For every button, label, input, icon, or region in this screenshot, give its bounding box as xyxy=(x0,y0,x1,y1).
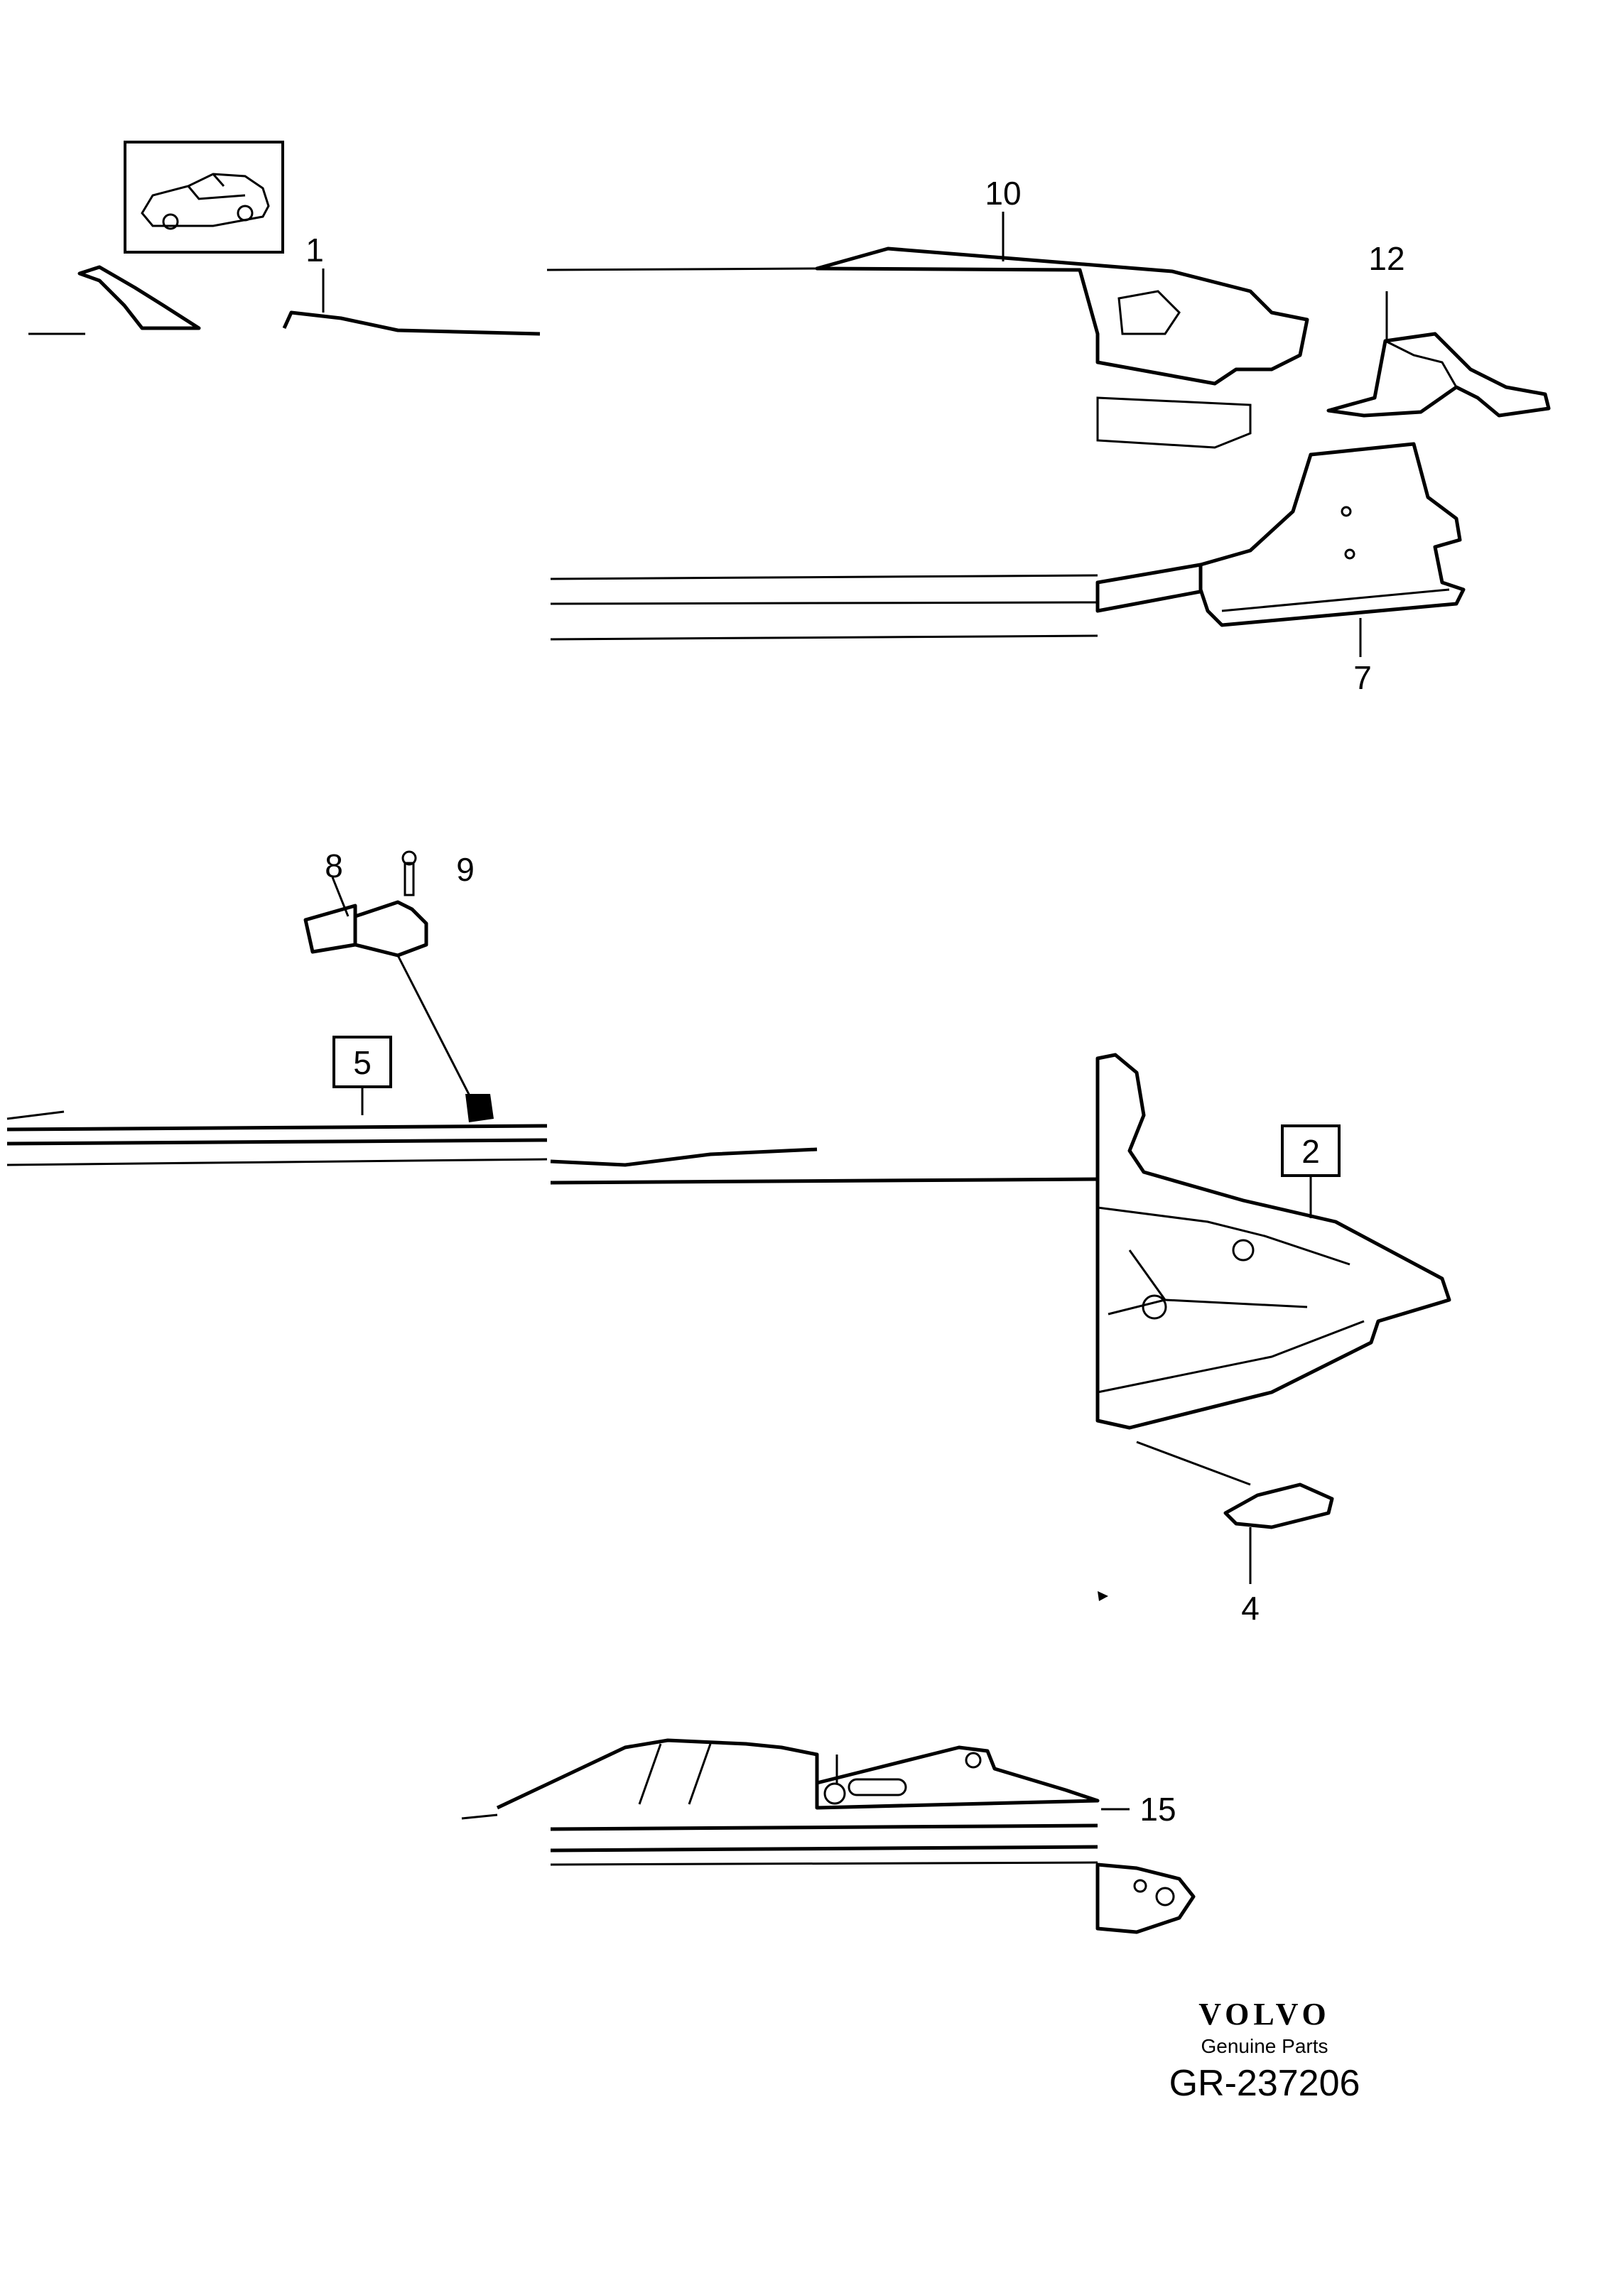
part-2-floor-pan xyxy=(1095,1053,1451,1430)
callout-15: 15 xyxy=(1139,1791,1176,1828)
part-8-9-bracket xyxy=(303,850,494,1122)
callout-8: 8 xyxy=(325,847,343,884)
part-10-rail xyxy=(546,212,1309,449)
callout-4: 4 xyxy=(1241,1590,1260,1627)
part-7-sill xyxy=(550,442,1466,657)
callout-2: 2 xyxy=(1301,1133,1320,1170)
diagram-code: GR-237206 xyxy=(1169,2063,1360,2104)
volvo-logo: VOLVO xyxy=(1198,1997,1331,2032)
part-5-floor-member xyxy=(6,1036,1098,1185)
callout-7: 7 xyxy=(1353,659,1372,696)
part-1-sketch xyxy=(28,265,541,336)
part-15-lower-member xyxy=(461,1738,1196,1934)
brand-subtitle: Genuine Parts xyxy=(1201,2035,1328,2057)
callout-5: 5 xyxy=(353,1044,372,1081)
vehicle-thumbnail xyxy=(124,141,284,254)
callout-10: 10 xyxy=(985,175,1021,212)
part-12-bracket xyxy=(1326,291,1551,418)
callout-12: 12 xyxy=(1368,240,1404,277)
part-4-clip xyxy=(1098,1441,1334,1601)
callout-9: 9 xyxy=(456,851,475,888)
callout-1: 1 xyxy=(305,232,324,269)
brand-block: VOLVO Genuine Parts GR-237206 xyxy=(1115,1996,1414,2105)
